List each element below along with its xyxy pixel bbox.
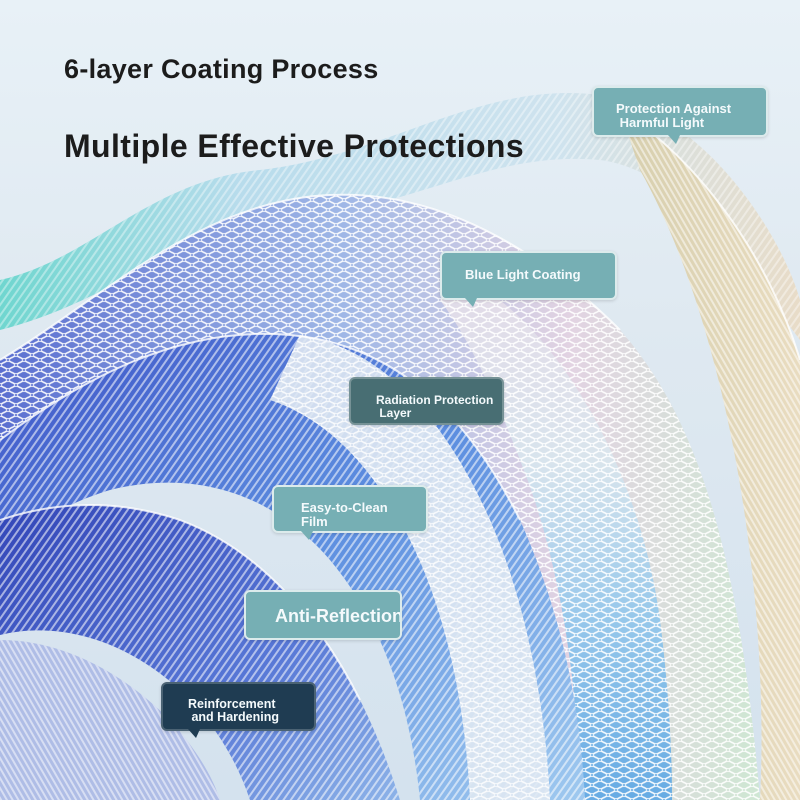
- callout-reinforcement-hardening: Reinforcement and Hardening: [161, 682, 316, 738]
- callout-text: Reinforcement and Hardening: [188, 697, 279, 725]
- callout-text: Radiation Protection Layer: [376, 393, 494, 420]
- layer-sheet-far-right: [620, 110, 800, 800]
- callout-anti-reflection: Anti-Reflection: [244, 590, 402, 640]
- callout-text: Easy-to-Clean Film: [301, 500, 388, 529]
- callout-blue-light-coating: Blue Light Coating: [440, 251, 617, 307]
- layer-sheet-hex-strip: [270, 335, 550, 800]
- layer-sheet-top: [0, 93, 800, 340]
- callout-text: Blue Light Coating: [465, 267, 581, 282]
- callout-easy-to-clean: Easy-to-Clean Film: [272, 485, 428, 540]
- callout-text: Protection Against Harmful Light: [616, 101, 732, 130]
- page-subtitle: Multiple Effective Protections: [64, 128, 525, 164]
- layer-sheet-iridescent: [440, 280, 672, 800]
- callout-radiation-protection: Radiation Protection Layer: [349, 377, 504, 425]
- callout-protection-harmful-light: Protection Against Harmful Light: [592, 86, 768, 144]
- page-title: 6-layer Coating Process: [64, 54, 379, 84]
- callout-text: Anti-Reflection: [275, 606, 402, 626]
